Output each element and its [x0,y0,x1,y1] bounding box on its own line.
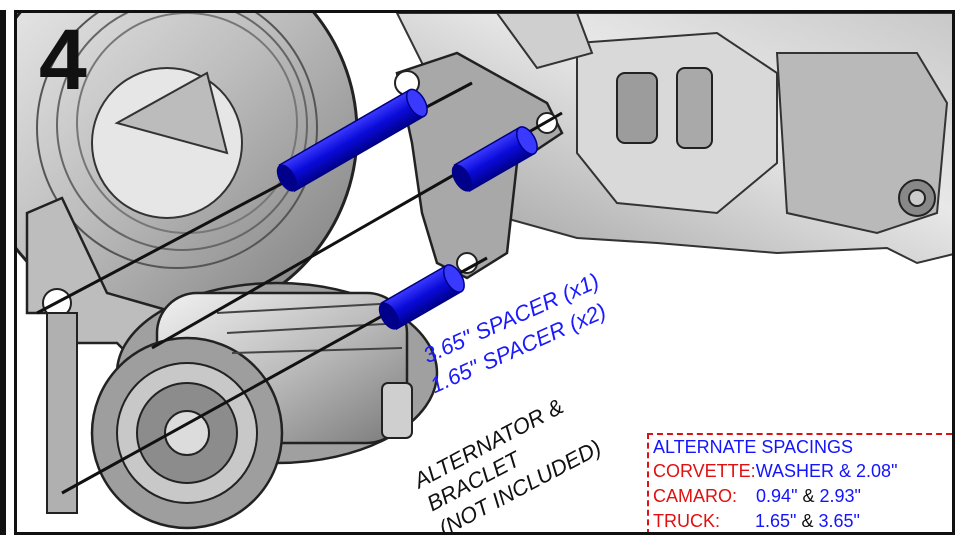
spacing-row-corvette: CORVETTE:WASHER & 2.08" [653,461,897,482]
spacing-value: 1.65" [755,511,797,531]
spacing-vehicle: TRUCK: [653,511,720,531]
spacing-vehicle: CAMARO: [653,486,738,506]
spacing-value: 3.65" [818,511,860,531]
engine-illustration [17,13,952,530]
diagram-frame: 4 3.65" SPACER (x1) 1.65" SPACER (x2) AL… [14,10,955,535]
spacing-vehicle: CORVETTE: [653,461,756,481]
spacing-ampersand: & [802,486,815,506]
spacing-value: 2.93" [819,486,861,506]
spacing-value: WASHER & 2.08" [755,461,898,481]
spacing-row-truck: TRUCK: 1.65" & 3.65" [653,511,860,532]
crank-pulley [17,13,359,325]
spacing-value: 0.94" [756,486,798,506]
spacer-short-1 [451,126,538,193]
alternate-spacings-box: ALTERNATE SPACINGS CORVETTE:WASHER & 2.0… [647,433,952,532]
alternate-spacings-title-text: ALTERNATE SPACINGS [653,437,854,457]
left-edge-bar [0,10,6,535]
spacing-ampersand: & [801,511,814,531]
engine-block [395,13,952,265]
alternate-spacings-title: ALTERNATE SPACINGS [653,437,853,458]
step-number: 4 [39,12,87,108]
spacers [276,88,538,331]
spacer-long [276,88,428,193]
spacing-row-camaro: CAMARO: 0.94" & 2.93" [653,486,861,507]
spacer-short-2 [378,264,465,331]
